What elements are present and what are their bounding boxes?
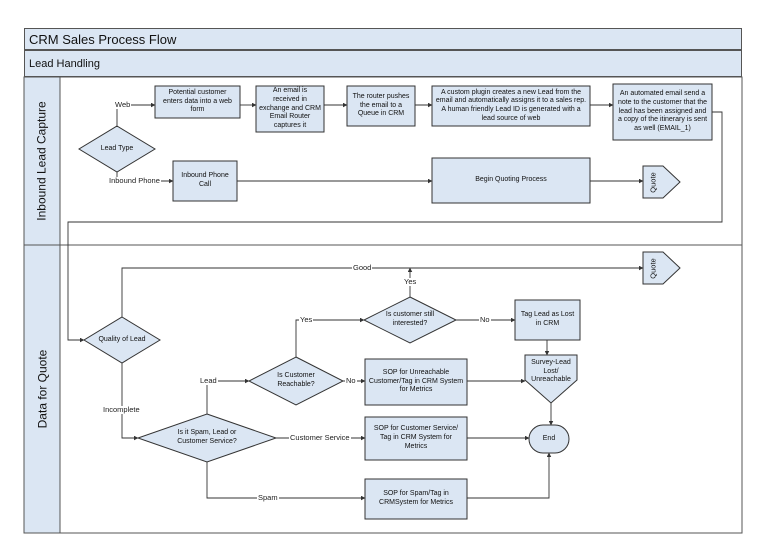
quote-offpage-top	[642, 165, 681, 199]
reachable-text: Is Customer Reachable?	[277, 372, 315, 388]
page-title: CRM Sales Process Flow	[24, 28, 742, 50]
router-push-text: The router pushes the email to a Queue i…	[352, 92, 410, 118]
sop-unreachable-text: SOP for Unreachable Customer/Tag in CRM …	[368, 368, 464, 394]
edge-spam	[206, 462, 366, 501]
plugin-text: A custom plugin creates a new Lead from …	[435, 88, 587, 122]
quote-good-text: Quote	[648, 257, 658, 279]
edge-label-yes: Yes	[299, 315, 314, 324]
plugin-process	[431, 85, 591, 127]
quality-text: Quality of Lead	[98, 335, 146, 343]
lane-inbound-label: Inbound Lead Capture	[35, 101, 49, 221]
edge-email-to-quality	[67, 111, 723, 343]
web-form-text: Potential customer enters data into a we…	[163, 88, 232, 114]
still-interested-decision	[362, 296, 458, 344]
section-header: Lead Handling	[24, 50, 742, 77]
edge-label-good: Good	[352, 263, 373, 272]
lane-inbound-header	[23, 76, 61, 246]
edge-spam-to-end	[467, 452, 552, 499]
auto-email-text: An automated email send a note to the cu…	[617, 90, 708, 133]
edge-incomplete	[121, 363, 139, 441]
end-text: End	[542, 434, 556, 442]
web-form-process	[154, 85, 241, 119]
edge-label-incomplete: Incomplete	[102, 405, 141, 414]
edge-yes	[295, 317, 365, 357]
begin-quoting-process	[431, 157, 591, 204]
edge-label-customer-service: Customer Service	[289, 433, 351, 442]
edge-label-inbound-phone: Inbound Phone	[108, 176, 161, 185]
survey-text: Survey-Lead Lost/ Unreachable	[531, 358, 571, 384]
spam-lead-text: Is it Spam, Lead or Customer Service?	[177, 429, 237, 445]
phone-call-text: Inbound Phone Call	[181, 172, 229, 188]
edge-good	[121, 265, 644, 317]
still-interested-text: Is customer still interested?	[385, 311, 435, 327]
sop-unreachable-process	[364, 358, 468, 406]
sop-cs-text: SOP for Customer Service/ Tag in CRM Sys…	[373, 425, 459, 450]
lead-type-text: Lead Type	[100, 144, 134, 152]
edge-label-spam: Spam	[257, 493, 279, 502]
sop-spam-text: SOP for Spam/Tag in CRMSystem for Metric…	[379, 490, 453, 506]
lane-quote-label: Data for Quote	[35, 349, 49, 429]
email-received-process	[255, 85, 325, 133]
sop-cs-process	[364, 416, 468, 461]
edge-label-lead: Lead	[199, 376, 218, 385]
edge-label-yes-top: Yes	[403, 277, 418, 286]
edge-label-web: Web	[114, 100, 132, 109]
quote-offpage-good	[642, 251, 681, 285]
survey-shape	[524, 354, 578, 404]
lane-quote-header	[23, 244, 61, 534]
edge-label-no-reach: No	[345, 376, 357, 385]
email-received-text: An email is received in exchange and CRM…	[259, 87, 321, 130]
reachable-decision	[247, 356, 345, 406]
tag-lost-text: Tag Lead as Lost in CRM	[520, 311, 575, 327]
edge-label-no-interest: No	[479, 315, 491, 324]
begin-quoting-text: Begin Quoting Process	[475, 176, 547, 184]
router-push-process	[346, 85, 416, 127]
sop-spam-process	[364, 478, 468, 520]
quote-top-text: Quote	[648, 171, 658, 193]
